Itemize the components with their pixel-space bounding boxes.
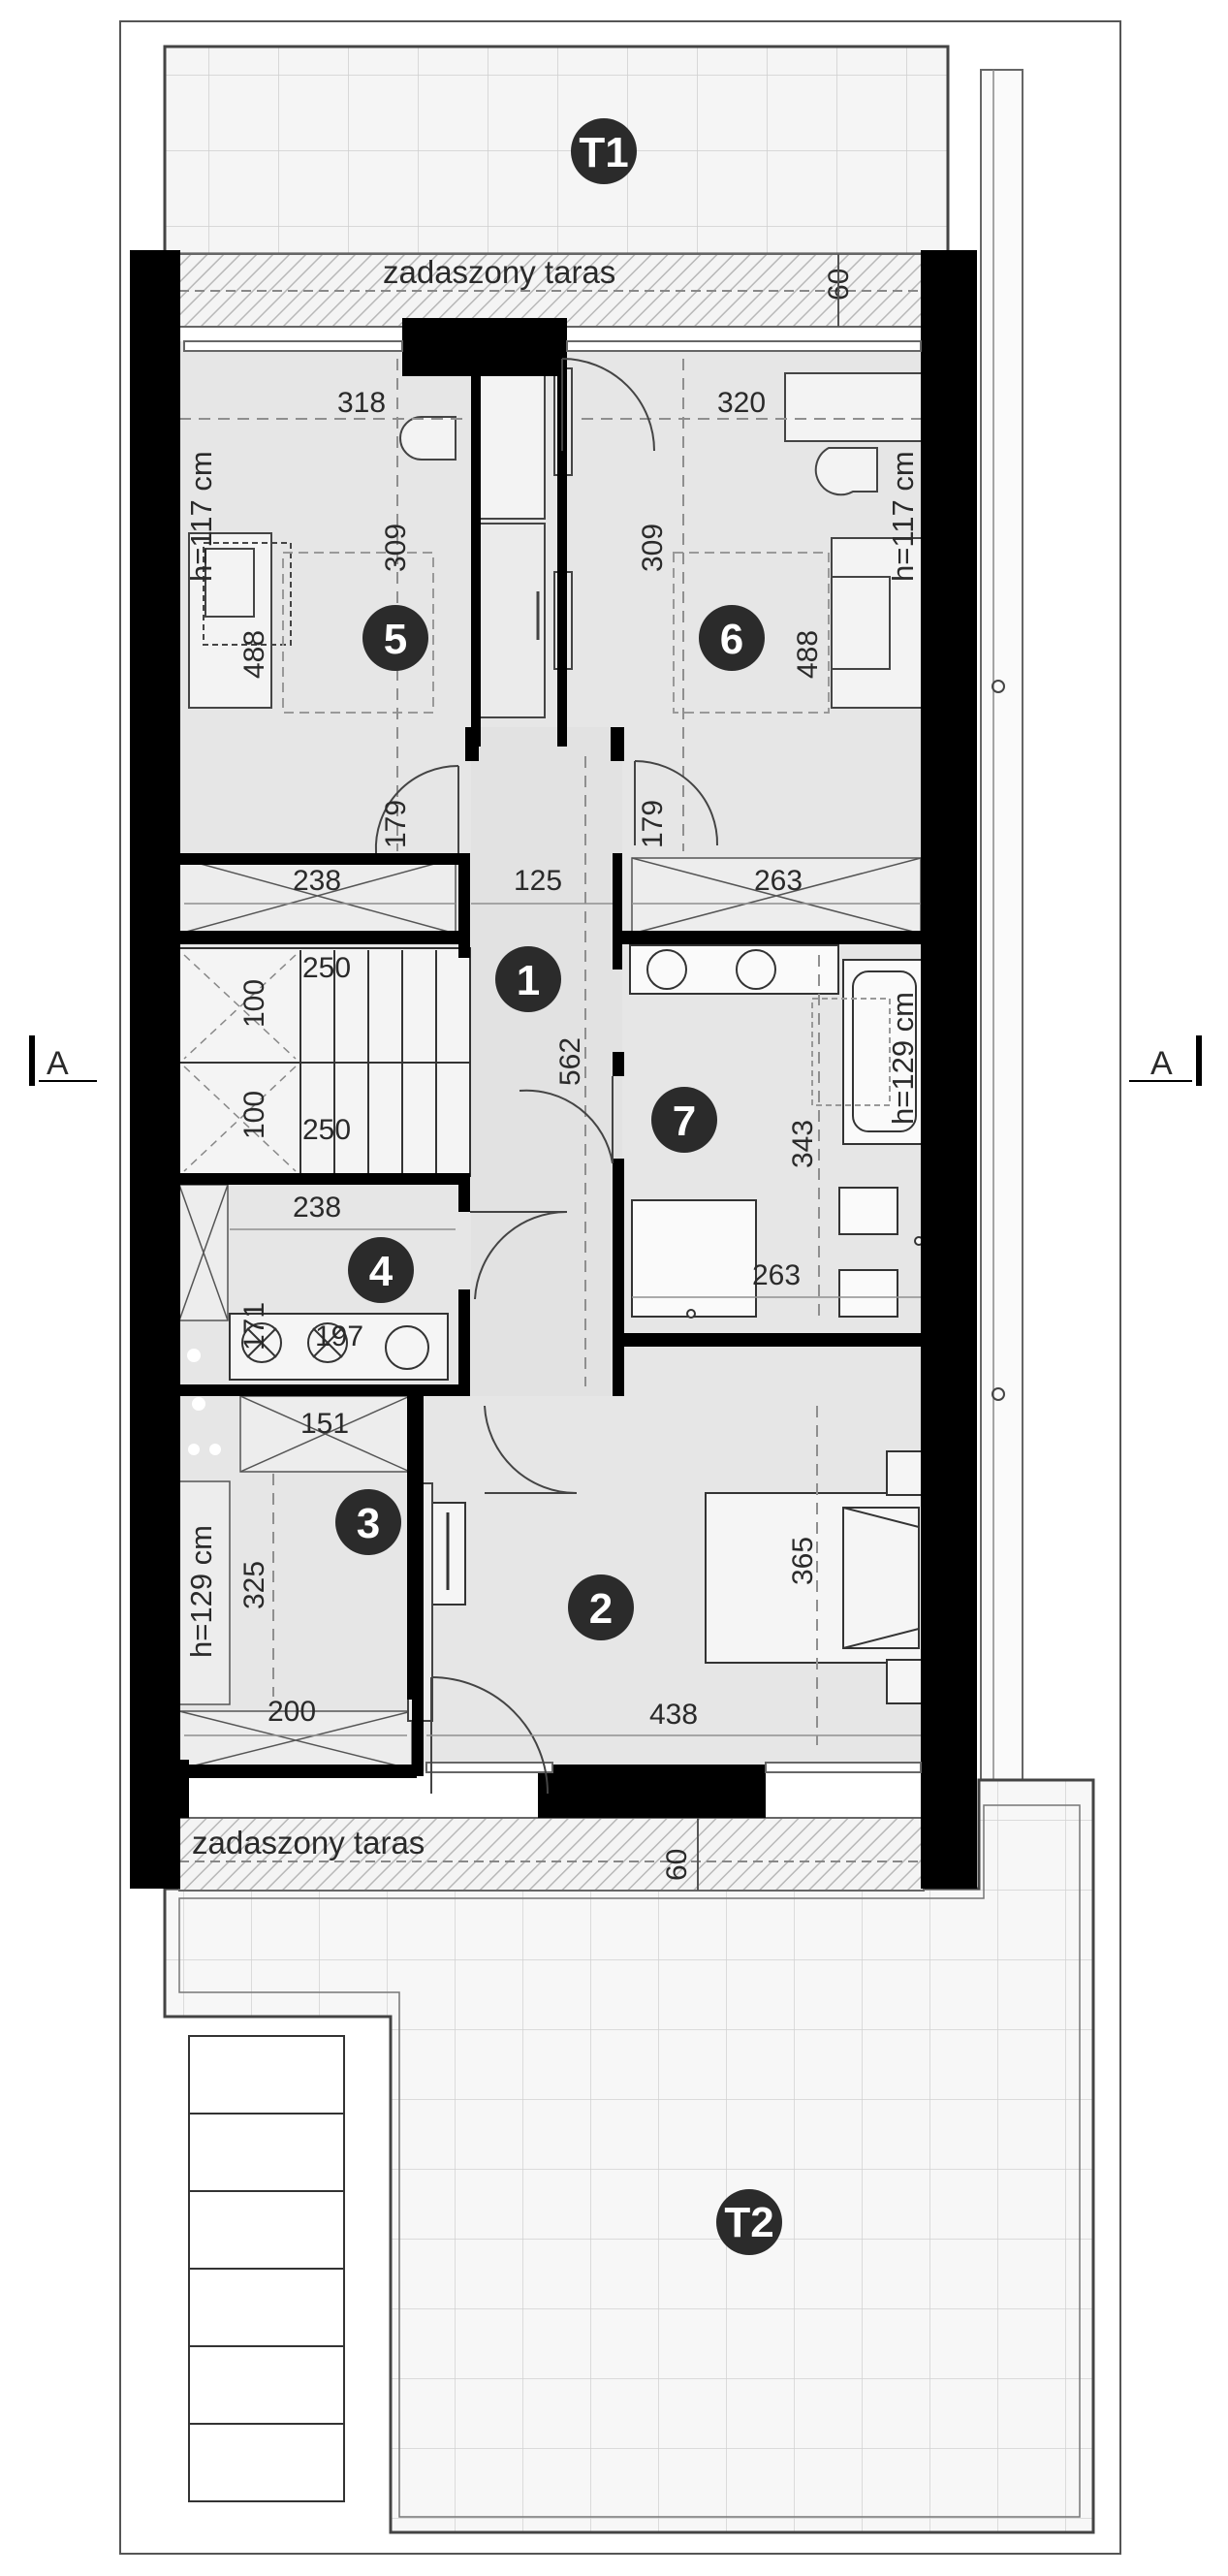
dim-r2-width: 438 xyxy=(649,1699,698,1731)
dim-r5-width: 318 xyxy=(337,387,386,419)
dim-r4-depth: 171 xyxy=(238,1302,270,1351)
dimension-labels-vertical: 309 309 488 488 h=117 cm h=117 cm 179 17… xyxy=(184,451,920,1658)
dim-hall-length: 562 xyxy=(554,1037,586,1086)
dim-r6-closet-width: 263 xyxy=(754,865,803,897)
room-number-4: 4 xyxy=(369,1248,394,1295)
dim-r6-wardrobe-depth: 488 xyxy=(792,630,824,679)
dim-stair-left-top: 100 xyxy=(238,979,270,1028)
section-marks xyxy=(29,1035,1202,1086)
dim-hall-width: 125 xyxy=(514,865,562,897)
dim-r6-depth: 309 xyxy=(637,524,669,572)
dim-r5-wardrobe-depth: 488 xyxy=(238,630,270,679)
room6-furniture xyxy=(553,367,927,714)
dim-r6-width: 320 xyxy=(717,387,766,419)
dim-r3-height: h=129 cm xyxy=(184,1525,218,1658)
terrace-label-t1: T1 xyxy=(579,129,628,176)
dim-r7-depth: 343 xyxy=(787,1120,819,1168)
chimney xyxy=(187,1349,221,1455)
terrace-label-t2: T2 xyxy=(724,2199,773,2246)
dim-r6-closet-depth: 179 xyxy=(637,800,669,848)
room-number-5: 5 xyxy=(384,616,407,663)
dim-r4-width: 238 xyxy=(293,1192,341,1224)
section-mark-left: A xyxy=(47,1045,69,1082)
dim-r2-depth: 365 xyxy=(787,1537,819,1585)
dim-stair-left-bottom: 100 xyxy=(238,1091,270,1139)
dim-r3-width: 151 xyxy=(300,1408,349,1440)
covered-terrace-bottom-depth: 60 xyxy=(661,1849,693,1881)
room-badge-5: 5 xyxy=(362,605,428,671)
room-number-3: 3 xyxy=(357,1500,380,1547)
dim-r6-height: h=117 cm xyxy=(886,451,920,582)
dim-r5-height: h=117 cm xyxy=(184,451,218,582)
room5-furniture xyxy=(188,372,546,718)
dim-r5-closet-depth: 179 xyxy=(380,800,412,848)
guidelines xyxy=(179,359,921,1745)
terrace-badge-t2: T2 xyxy=(716,2189,782,2255)
dim-stair-top: 250 xyxy=(302,952,351,984)
door-swings xyxy=(374,358,719,1795)
terrace-t1 xyxy=(163,45,950,328)
drawing-frame xyxy=(119,20,1121,2555)
covered-terrace-bottom-label: zadaszony taras xyxy=(192,1825,425,1860)
room-badge-1: 1 xyxy=(495,946,561,1012)
room-badge-6: 6 xyxy=(699,605,765,671)
room-number-2: 2 xyxy=(589,1585,613,1633)
dim-stair-bottom: 250 xyxy=(302,1114,351,1146)
terrace-t2 xyxy=(163,1778,1095,2534)
room4-kitchen xyxy=(229,1313,449,1381)
covered-terrace-top-label: zadaszony taras xyxy=(383,254,615,290)
room-badge-3: 3 xyxy=(335,1489,401,1555)
room-number-6: 6 xyxy=(720,616,743,663)
walls xyxy=(130,250,977,1889)
dimension-labels: 318 320 238 125 263 250 250 238 197 263 … xyxy=(268,387,803,1731)
right-balustrade xyxy=(980,69,1023,1797)
windows xyxy=(183,340,922,1773)
hall-floor xyxy=(471,727,622,1396)
room-badge-7: 7 xyxy=(651,1087,717,1153)
terrace-badge-t1: T1 xyxy=(571,118,637,184)
covered-terrace-bottom xyxy=(178,1817,925,1892)
skylight-strip xyxy=(188,2035,345,2502)
closets xyxy=(178,857,922,1770)
room-number-1: 1 xyxy=(517,957,540,1004)
dim-r5-depth: 309 xyxy=(380,524,412,572)
dim-r7-height: h=129 cm xyxy=(886,992,920,1125)
dim-r3-bottom: 200 xyxy=(268,1696,316,1728)
room-badge-2: 2 xyxy=(568,1574,634,1640)
room-badge-4: 4 xyxy=(348,1237,414,1303)
dim-r7-width: 263 xyxy=(752,1259,801,1291)
dim-r5-closet-width: 238 xyxy=(293,865,341,897)
dim-r3-depth: 325 xyxy=(238,1561,270,1609)
section-mark-right: A xyxy=(1150,1045,1173,1082)
room-number-7: 7 xyxy=(673,1097,696,1145)
dim-r4-counter: 197 xyxy=(315,1320,363,1352)
